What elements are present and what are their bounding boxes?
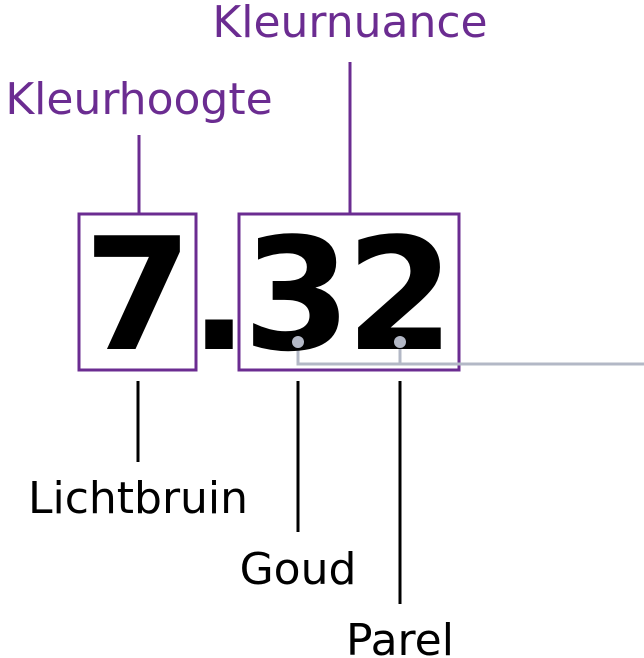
- digit-tone-secondary: 2: [346, 204, 455, 386]
- tone-box: [237, 212, 461, 372]
- marker-dot-secondary: [394, 336, 406, 348]
- label-parel: Parel: [346, 615, 454, 658]
- label-kleurnuance: Kleurnuance: [212, 0, 487, 48]
- label-lichtbruin: Lichtbruin: [28, 473, 248, 524]
- connector-grey-goud: [296, 342, 644, 366]
- separator-dot: .: [189, 204, 248, 386]
- digit-tone-primary: 3: [243, 204, 352, 386]
- digit-level: 7: [84, 204, 193, 386]
- label-goud: Goud: [240, 544, 357, 595]
- marker-dot-primary: [292, 336, 304, 348]
- label-kleurhoogte: Kleurhoogte: [5, 74, 272, 125]
- level-box: [77, 212, 198, 372]
